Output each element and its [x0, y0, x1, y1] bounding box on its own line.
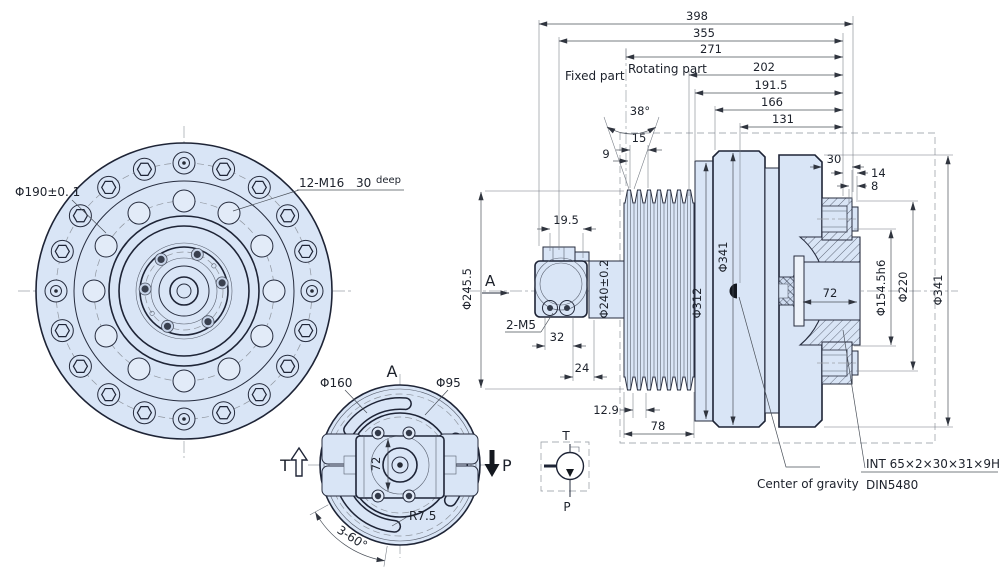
dim-d220: Φ220 — [896, 271, 910, 302]
dim-195-group: 19.5 — [537, 213, 596, 258]
port-dims: 2-M5 32 24 — [505, 312, 607, 381]
section-view: Φ240±0.2 — [460, 9, 1000, 492]
dim-72-vertical: 72 — [369, 457, 383, 472]
hydraulic-motor-symbol: T P — [540, 429, 590, 514]
flange-bosses — [817, 197, 859, 385]
view-a-title: A — [387, 362, 398, 381]
dim-32: 32 — [550, 330, 565, 344]
dim-19-5: 19.5 — [553, 213, 579, 227]
bolt-spec-leader — [232, 189, 300, 212]
bellows — [623, 189, 695, 391]
dim-d312: Φ312 — [690, 287, 704, 318]
dim-bore-72: 72 — [823, 286, 838, 300]
groove-dims: 15 9 — [602, 131, 662, 188]
dim-30: 30 — [827, 152, 842, 166]
pitch-dia-leader — [71, 199, 107, 234]
annotations: Center of gravity INT 65×2×30×31×9H DIN5… — [738, 296, 1000, 492]
din-label: DIN5480 — [866, 478, 918, 492]
dim-d341-flange: Φ341 — [931, 274, 945, 305]
dim-38deg: 38° — [630, 104, 650, 118]
dim-78: 78 — [651, 419, 666, 433]
dim-d95: Φ95 — [436, 376, 461, 390]
pitch-dia-label: Φ190±0. 1 — [15, 185, 80, 199]
dim-d245: Φ245.5 — [460, 268, 474, 310]
dim-191-5: 191.5 — [755, 78, 788, 92]
symbol-t-label: T — [561, 429, 570, 443]
dim-271: 271 — [700, 42, 722, 56]
dim-15: 15 — [632, 131, 647, 145]
fixed-part-label: Fixed part — [565, 69, 625, 83]
front-flange-view: Φ190±0. 1 12-M16 30 deep — [15, 126, 404, 458]
bellows-dims: 12.9 78 — [593, 392, 695, 438]
flow-arrow-icon — [566, 469, 574, 477]
dim-24: 24 — [575, 361, 590, 375]
symbol-p-label: P — [563, 500, 570, 514]
rotating-part-label: Rotating part — [628, 62, 707, 76]
inner-screws — [138, 247, 229, 333]
bolt-depth-word: deep — [376, 175, 401, 186]
bolt-spec-label: 12-M16 — [299, 176, 344, 190]
cog-label: Center of gravity — [757, 477, 859, 491]
dim-166: 166 — [761, 95, 783, 109]
dim-398: 398 — [686, 9, 708, 23]
dim-d341-body: Φ341 — [716, 241, 730, 272]
dim-d160: Φ160 — [320, 376, 352, 390]
dim-d154: Φ154.5h6 — [874, 260, 888, 317]
left-dims: Φ245.5 A — [460, 190, 624, 390]
groove-angle: 38° — [603, 104, 660, 190]
dim-d240: Φ240±0.2 — [597, 260, 611, 319]
t-label: T — [279, 456, 290, 475]
dim-12-9: 12.9 — [593, 403, 619, 417]
view-arrow-label: A — [485, 272, 496, 290]
bolt-depth-value: 30 — [356, 176, 371, 190]
step-dims: 30 14 8 — [810, 152, 886, 203]
spline-spec-label: INT 65×2×30×31×9H — [866, 457, 1000, 471]
dim-355: 355 — [693, 26, 715, 40]
right-dims: Φ154.5h6 Φ220 Φ341 — [824, 154, 953, 428]
view-a: 72 A Φ160 Φ95 R7.5 3-60° T P — [279, 362, 512, 567]
p-direction-arrow-icon — [484, 450, 500, 477]
dim-131: 131 — [772, 112, 794, 126]
left-ear — [321, 433, 363, 497]
output-hub — [778, 236, 861, 346]
dim-8: 8 — [871, 179, 878, 193]
dim-14: 14 — [871, 166, 886, 180]
t-direction-arrow-icon — [289, 446, 309, 477]
dim-2m5: 2-M5 — [506, 318, 536, 332]
dim-r75: R7.5 — [409, 509, 436, 523]
dim-9: 9 — [602, 147, 609, 161]
dim-202: 202 — [753, 60, 775, 74]
dimension-chain: 398 355 271 202 191.5 166 131 — [538, 9, 854, 283]
p-label: P — [502, 456, 512, 475]
